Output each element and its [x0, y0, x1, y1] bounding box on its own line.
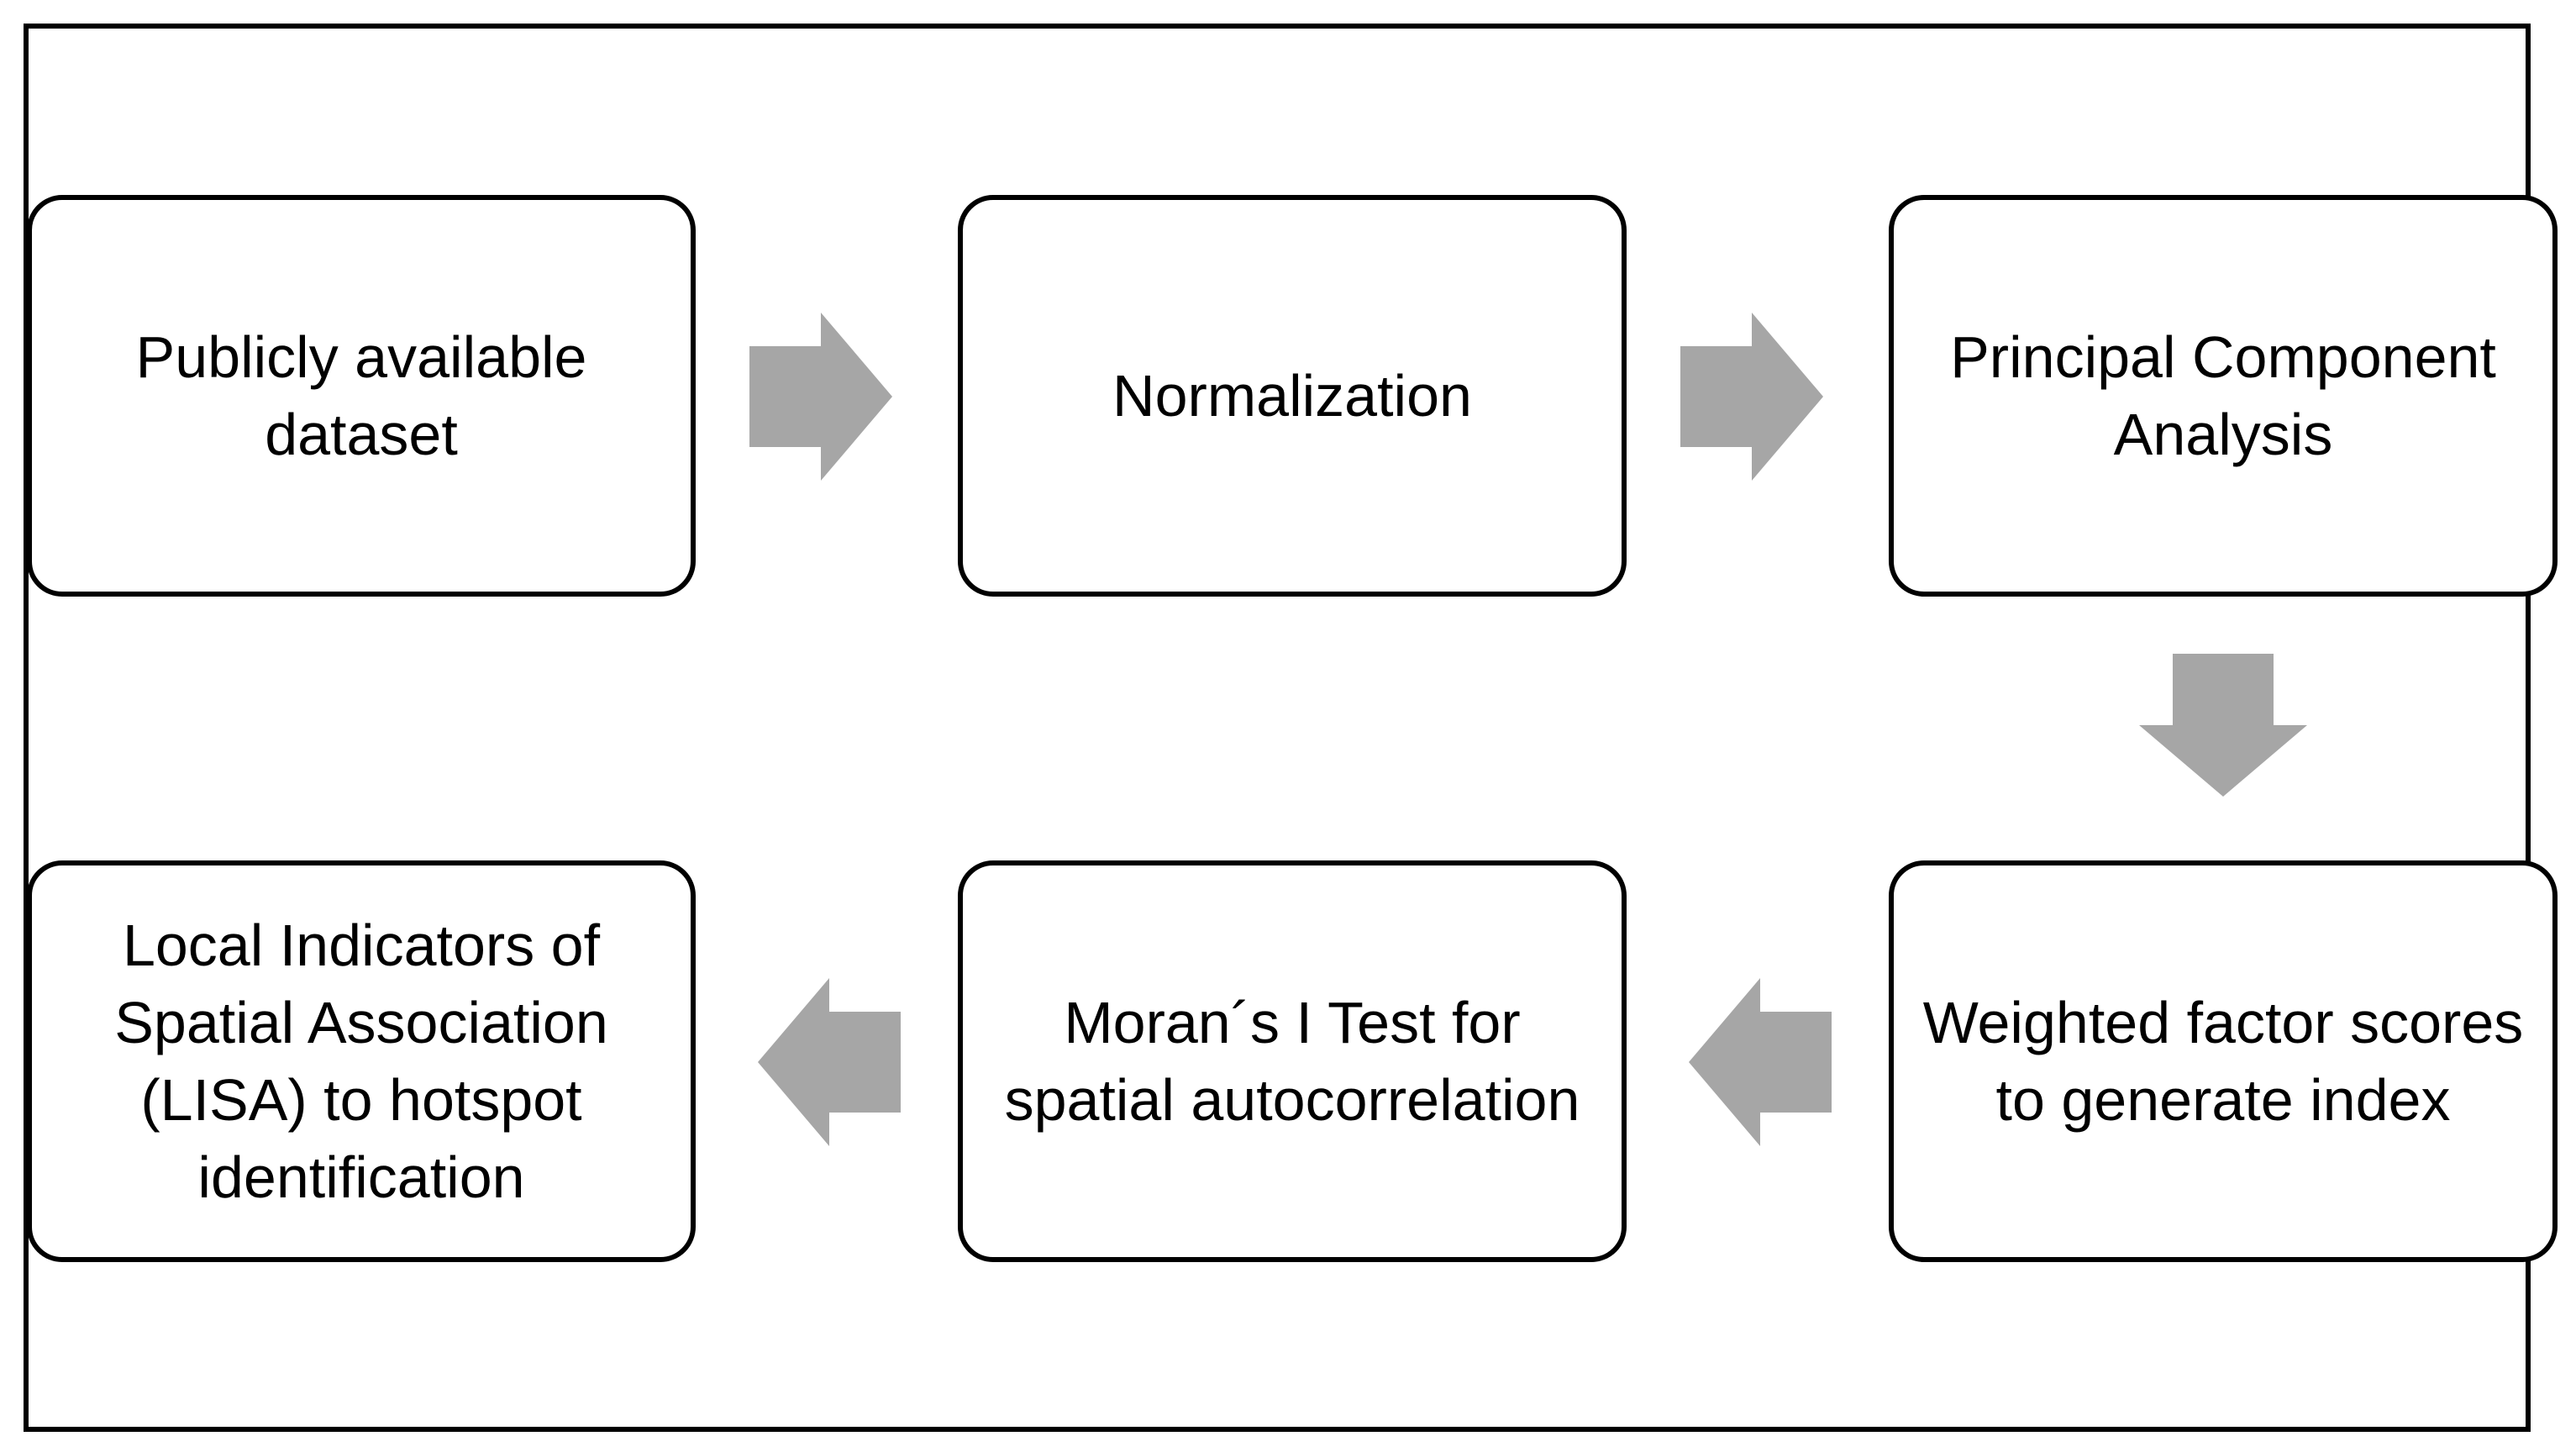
- step-lisa-hotspot-identification: Local Indicators of Spatial Association …: [27, 860, 696, 1262]
- step-normalization: Normalization: [958, 195, 1627, 597]
- step-weighted-factor-scores: Weighted factor scores to generate index: [1889, 860, 2558, 1262]
- step-label: Local Indicators of Spatial Association …: [114, 913, 608, 1210]
- step-label: Principal Component Analysis: [1950, 324, 2496, 467]
- arrow-left-icon: [1689, 978, 1832, 1146]
- arrow-right-icon: [749, 313, 892, 481]
- arrow-right-icon: [1680, 313, 1823, 481]
- step-label: Weighted factor scores to generate index: [1922, 990, 2524, 1133]
- step-morans-i-test: Moran´s I Test for spatial autocorrelati…: [958, 860, 1627, 1262]
- step-label: Publicly available dataset: [135, 324, 587, 467]
- step-label: Moran´s I Test for spatial autocorrelati…: [1004, 990, 1580, 1133]
- arrow-down-icon: [2139, 654, 2307, 797]
- step-publicly-available-dataset: Publicly available dataset: [27, 195, 696, 597]
- step-label: Normalization: [1112, 363, 1472, 429]
- step-principal-component-analysis: Principal Component Analysis: [1889, 195, 2558, 597]
- arrow-left-icon: [758, 978, 901, 1146]
- diagram-frame: [24, 24, 2531, 1432]
